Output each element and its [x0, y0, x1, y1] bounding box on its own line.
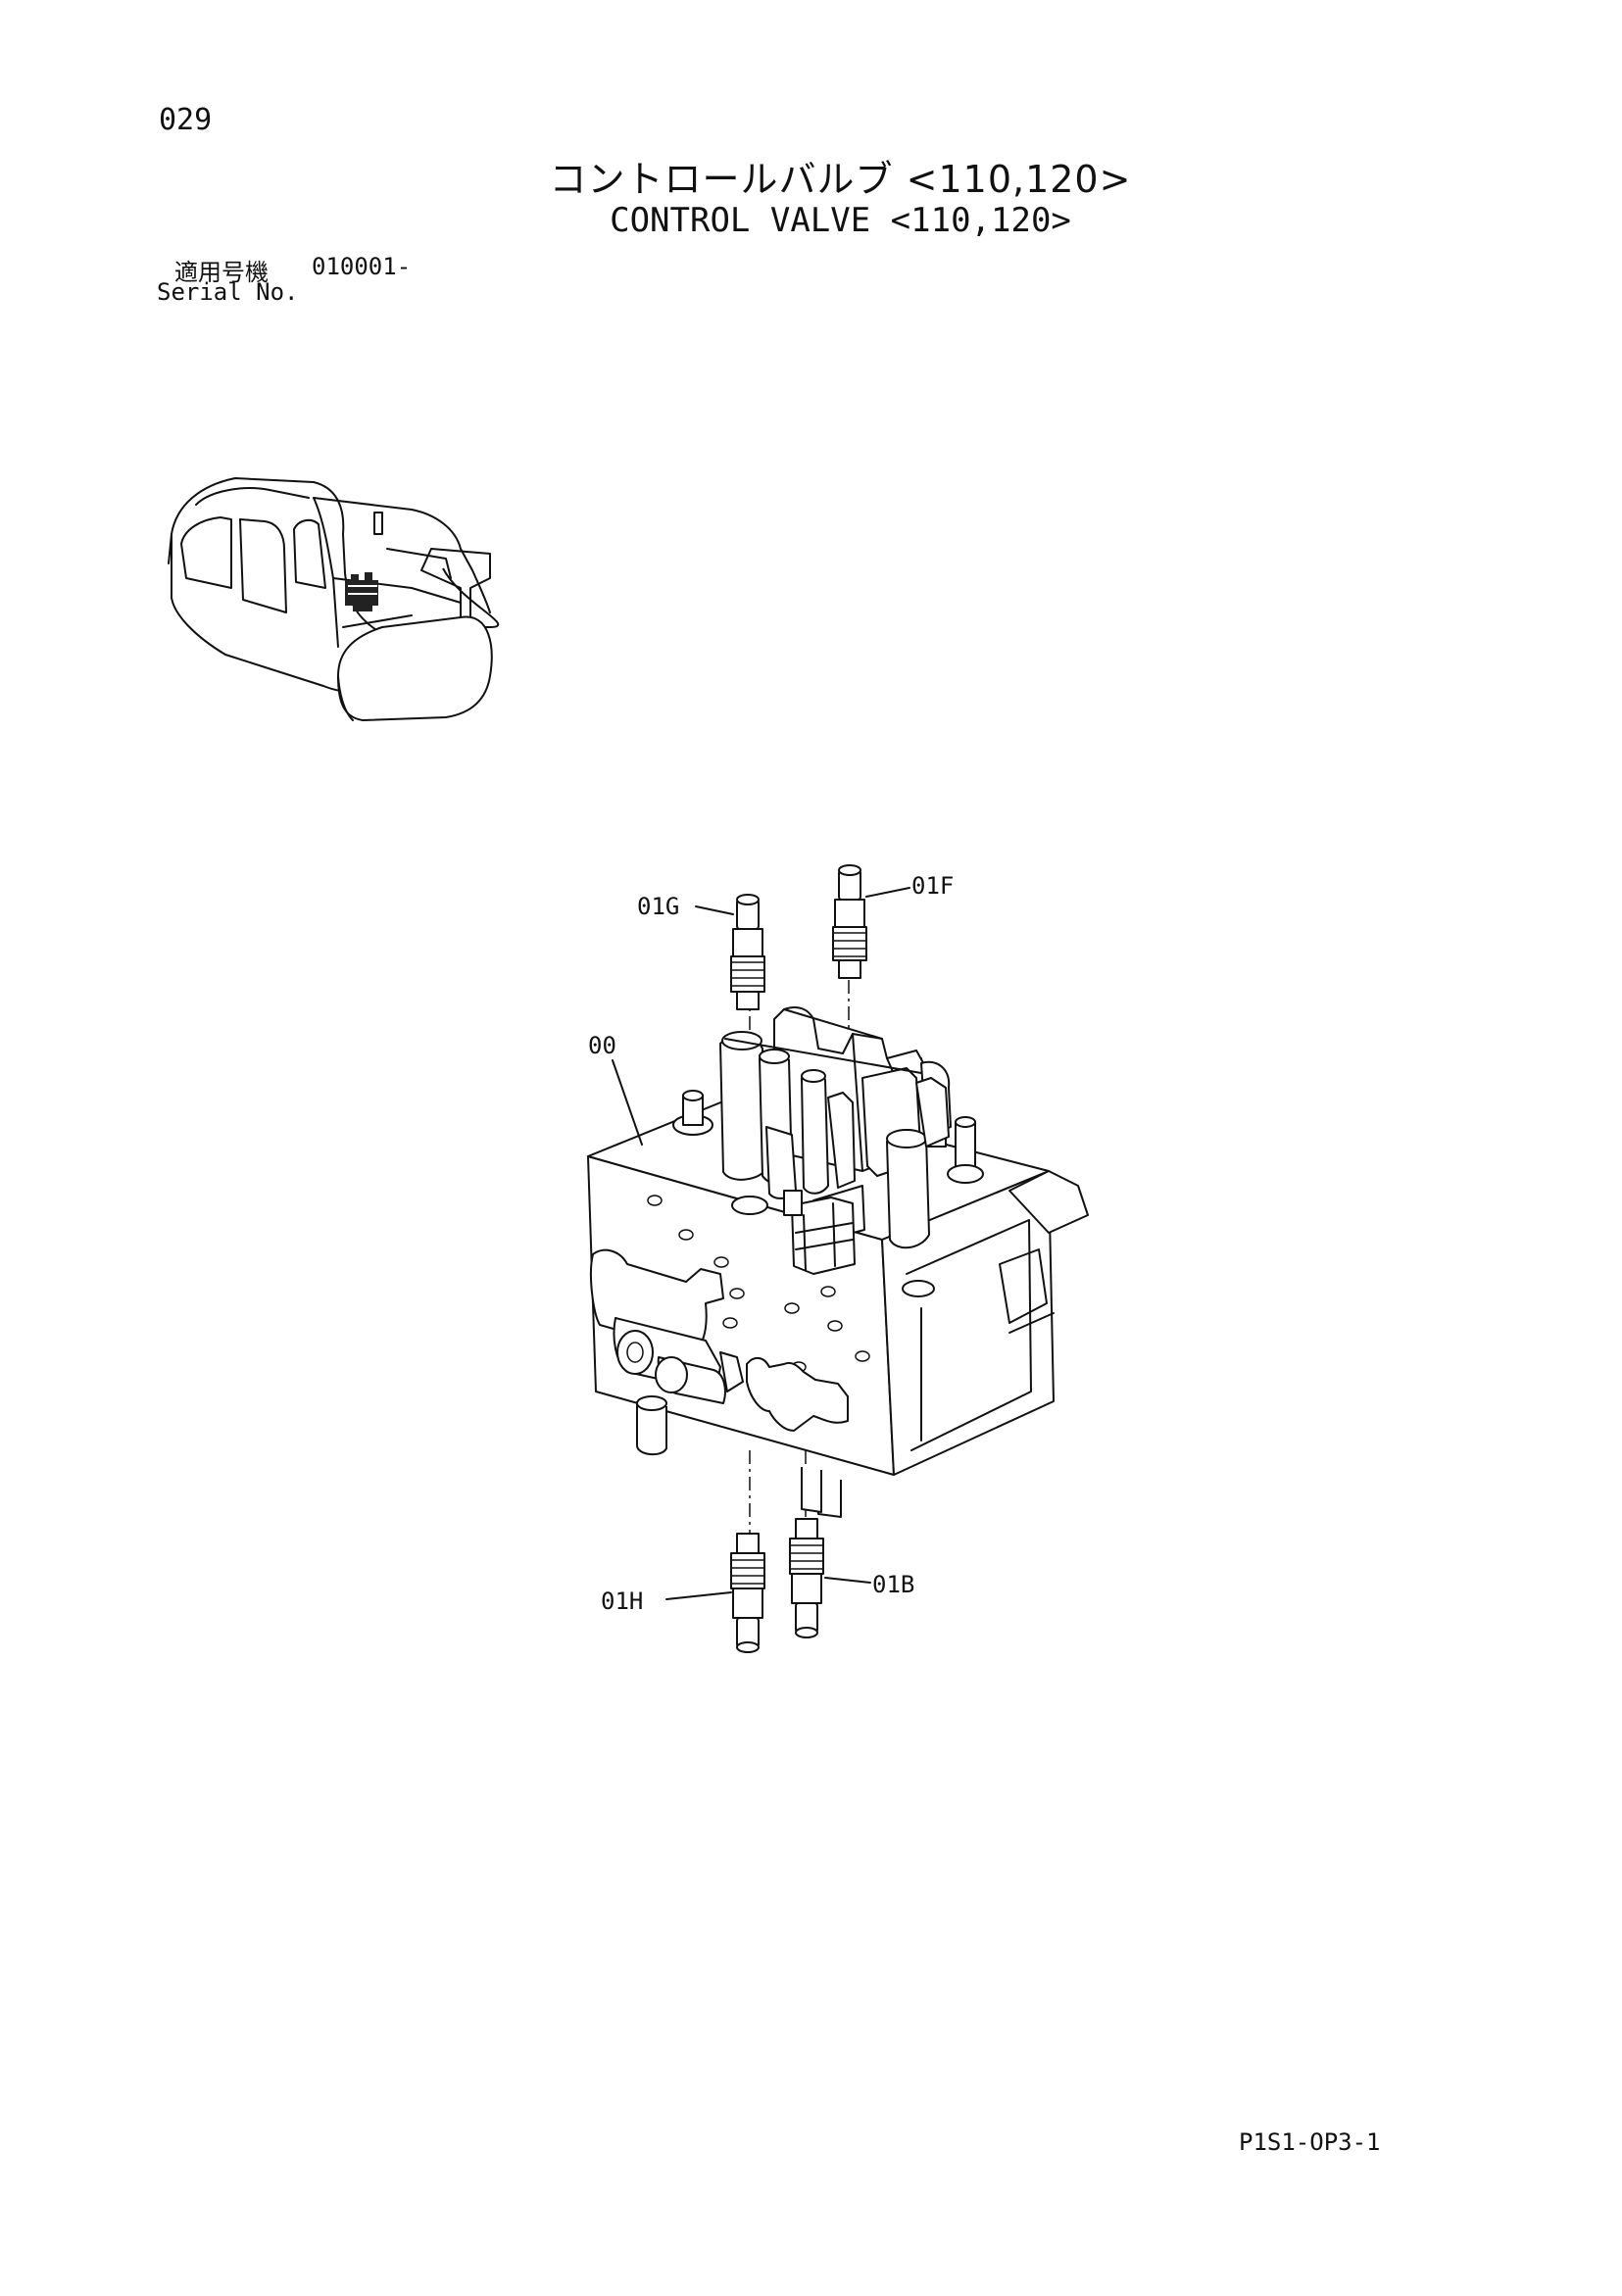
- part-label-01F: 01F: [911, 872, 954, 900]
- excavator-locator-icon: [168, 477, 500, 721]
- serial-label-english: Serial No.: [157, 278, 299, 306]
- part-label-01H: 01H: [601, 1588, 643, 1615]
- title-japanese: コントロールバルブ <110,120>: [549, 158, 1132, 201]
- document-code: P1S1-OP3-1: [1239, 2128, 1381, 2156]
- part-label-01G: 01G: [637, 893, 679, 920]
- page-number: 029: [159, 103, 213, 137]
- title-english: CONTROL VALVE <110,120>: [610, 201, 1071, 240]
- part-label-00: 00: [588, 1032, 616, 1059]
- serial-label-japanese: 適用号機: [174, 259, 269, 286]
- control-valve-drawing: [587, 864, 1089, 1653]
- part-label-01B: 01B: [872, 1571, 914, 1598]
- serial-value: 010001-: [312, 253, 412, 280]
